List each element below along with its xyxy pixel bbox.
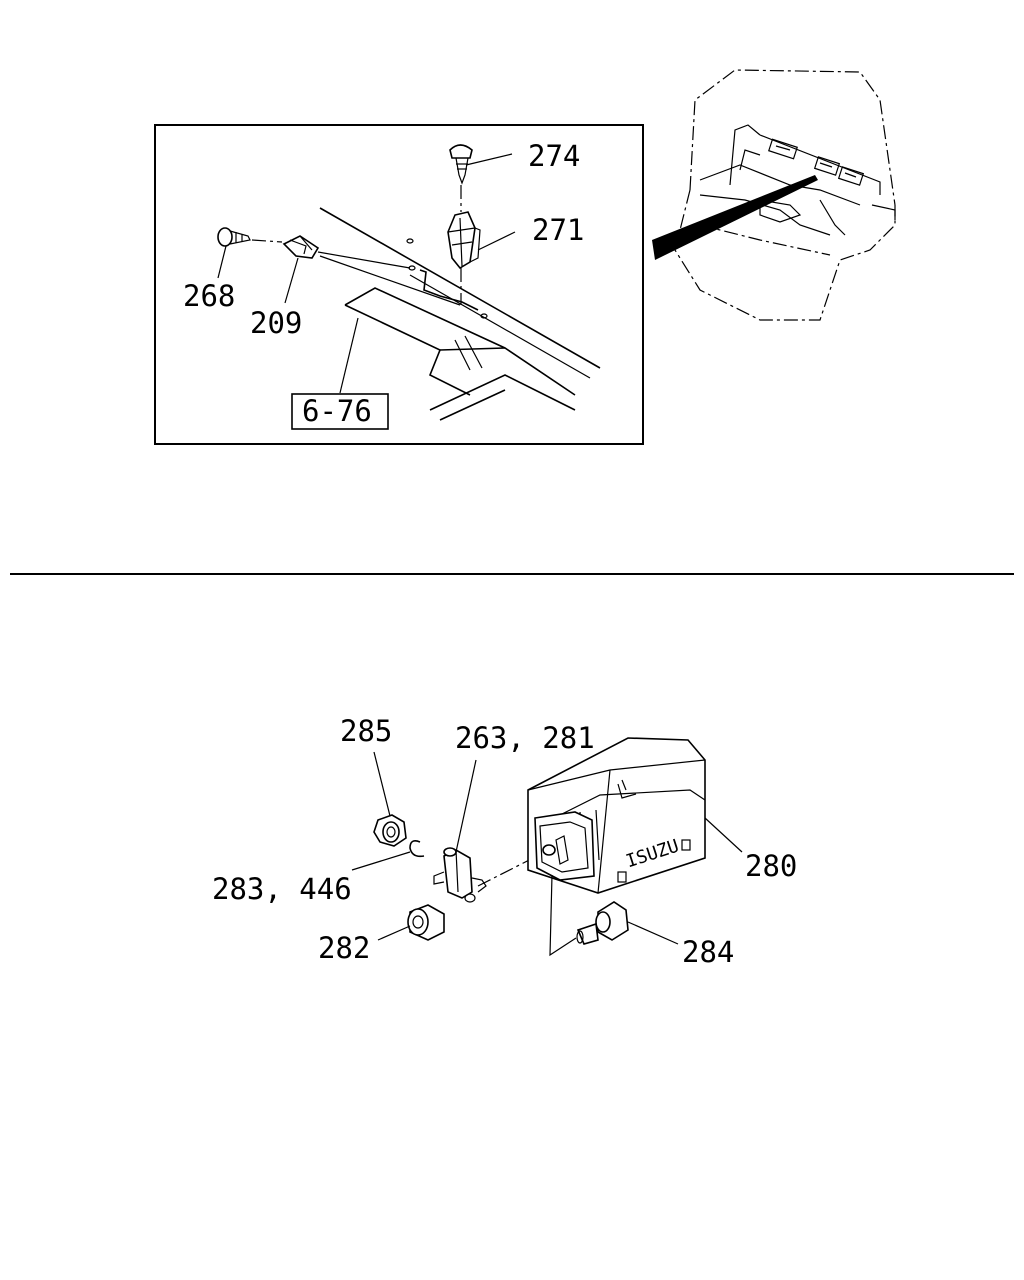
terminal-284	[576, 901, 629, 945]
detail-inset: 274 271 268 209 6-76	[154, 124, 644, 445]
bracket-263-281	[433, 847, 487, 903]
fuse-slots	[768, 138, 865, 186]
vehicle-cab-sketch	[674, 69, 896, 321]
screw-274	[449, 144, 473, 212]
callout-274: 274	[528, 139, 580, 173]
horn-assembly: ISUZU 285 263, 281 283, 446 280 282 284	[212, 714, 797, 969]
callout-283-446: 283, 446	[212, 872, 352, 906]
nut-285	[373, 814, 407, 847]
horn-280: ISUZU	[527, 737, 706, 894]
callout-209: 209	[250, 306, 302, 340]
clip-nut-209	[282, 235, 488, 319]
callout-263-281: 263, 281	[455, 721, 595, 755]
clip-271	[447, 211, 481, 270]
reference-box	[291, 393, 389, 430]
callout-271: 271	[532, 213, 584, 247]
lock-washer	[409, 840, 425, 858]
zoom-pointer	[652, 175, 818, 260]
callout-284: 284	[682, 935, 734, 969]
reference-6-76: 6-76	[302, 394, 372, 428]
screw-268	[217, 227, 283, 247]
nut-282	[407, 904, 445, 941]
callout-268: 268	[183, 279, 235, 313]
callout-285: 285	[340, 714, 392, 748]
callout-282: 282	[318, 931, 370, 965]
callout-280: 280	[745, 849, 797, 883]
